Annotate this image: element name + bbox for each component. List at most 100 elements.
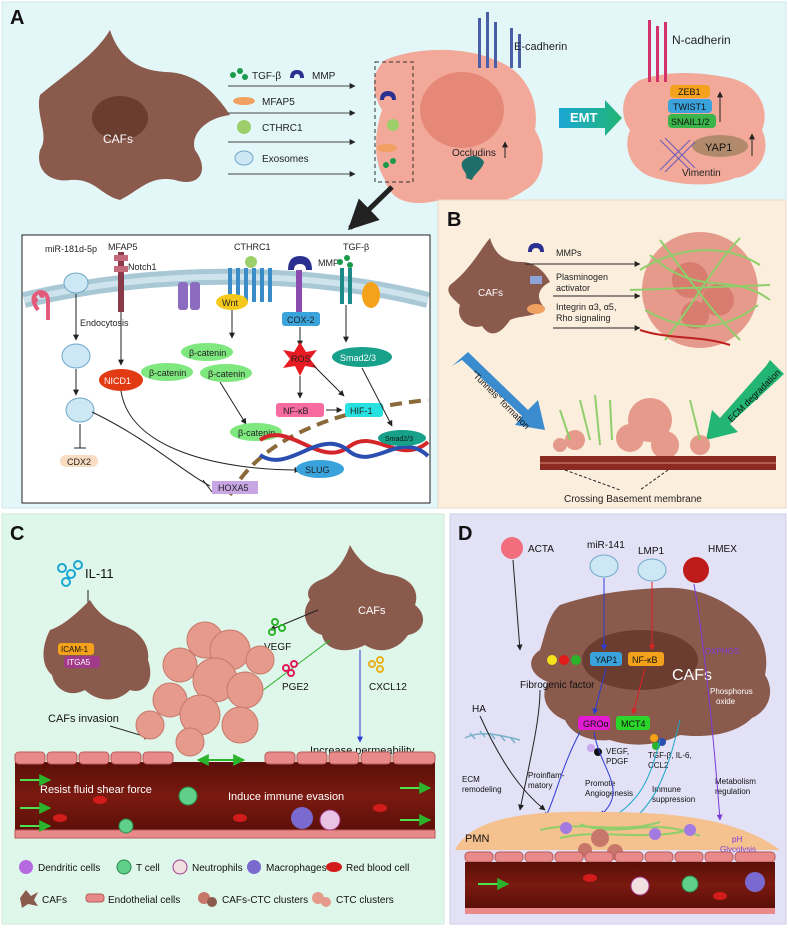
fibrogenic-label: Fibrogenic factor — [520, 680, 595, 691]
cdx2-label: CDX2 — [67, 457, 91, 467]
svg-text:T cell: T cell — [136, 863, 160, 874]
tunnels-arrow — [452, 352, 545, 430]
vegf-label-d1: VEGF, — [606, 747, 629, 756]
notch1-receptor — [118, 252, 124, 312]
slug-blob — [296, 460, 344, 478]
itga5-box — [64, 656, 100, 668]
mir141-label: miR-141 — [587, 540, 625, 551]
mir141-vesicle — [589, 554, 619, 578]
tf-twist1-label: TWIST1 — [673, 102, 706, 112]
metab-label-1: Metabolism — [715, 777, 756, 786]
caf-label-a: CAFs — [103, 132, 133, 146]
cthrc1-label-p: CTHRC1 — [234, 242, 271, 252]
promote-label-2: Angiogenesis — [585, 789, 633, 798]
pge2-label: PGE2 — [282, 682, 309, 693]
zoom-box — [374, 61, 414, 183]
ha-fibers — [464, 730, 521, 744]
icam1-label: ICAM-1 — [61, 645, 89, 654]
legend: Dendritic cells T cell Neutrophils Macro… — [19, 859, 409, 908]
tf-zeb1-label: ZEB1 — [678, 87, 701, 97]
ecm-tumor-ball — [629, 232, 771, 348]
legend-tcell: T cell — [116, 859, 160, 875]
phos-label-1: Phosphorus — [710, 687, 753, 696]
plasminogen-label-1: Plasminogen — [556, 272, 608, 282]
factor-mmp: MMP — [312, 71, 336, 82]
emt-label: EMT — [570, 110, 598, 125]
n-cadherin-icon — [648, 20, 667, 82]
cdx2-box — [60, 455, 98, 467]
crossing-label: Crossing Basement membrane — [564, 494, 702, 505]
factor-arrows: TGF-β MMP MFAP5 CTHRC1 Exosomes — [228, 68, 356, 177]
ros-label: ROS — [291, 354, 311, 364]
n-cadherin-label: N-cadherin — [672, 33, 731, 47]
tgfb-label-p: TGF-β — [343, 242, 369, 252]
hmex-label: HMEX — [708, 544, 737, 555]
lmp1-label: LMP1 — [638, 546, 665, 557]
legend-rbc: Red blood cell — [326, 862, 409, 874]
cox2-label: COX-2 — [287, 315, 315, 325]
ecm-label-1: ECM — [462, 775, 480, 784]
svg-text:CAFs: CAFs — [42, 895, 67, 906]
smad-label: Smad2/3 — [340, 353, 376, 363]
hif1-label: HIF-1 — [350, 406, 373, 416]
legend-caf-ctc: CAFs-CTC clusters — [198, 892, 308, 907]
il11-icon — [57, 560, 83, 587]
evasion-label: Induce immune evasion — [228, 791, 344, 803]
mct4-label: MCT4 — [621, 719, 646, 729]
emt-arrow — [559, 100, 622, 136]
nfkb-box-d — [628, 652, 664, 666]
wnt-label: Wnt — [222, 298, 239, 308]
caf-cell-b — [448, 238, 550, 334]
panel-d: D ACTA miR-141 LMP1 HMEX YAP1 NF-κB CAFs… — [449, 513, 787, 925]
occludins-label: Occludins — [452, 148, 496, 159]
zoom-arrow — [347, 185, 394, 231]
factor-mfap5: MFAP5 — [262, 97, 295, 108]
mmp-label-p: MMP — [318, 258, 339, 268]
proinflam-label-1: Proinflam- — [528, 771, 565, 780]
vimentin-label: Vimentin — [682, 168, 721, 179]
tf-snail-label: SNAIL1/2 — [671, 117, 710, 127]
yap1-label-d: YAP1 — [595, 655, 617, 665]
legend-dendritic: Dendritic cells — [19, 860, 100, 874]
bcat-label-3: β-catenin — [208, 369, 245, 379]
mesenchymal-cell — [623, 73, 766, 185]
plasminogen-icon — [530, 276, 542, 284]
mct4-box — [616, 716, 650, 730]
nfkb-box-a — [276, 403, 324, 417]
flow-arrows-c — [20, 774, 432, 832]
panel-d-letter: D — [458, 523, 472, 545]
tumor-nucleus-a — [420, 72, 504, 148]
svg-text:CAFs-CTC clusters: CAFs-CTC clusters — [222, 895, 308, 906]
caf-nucleus-a — [92, 96, 148, 140]
endothelial-row-c — [14, 751, 436, 839]
mmps-label: MMPs — [556, 248, 582, 258]
caf-invasion-label: CAFs invasion — [48, 713, 119, 725]
e-cadherin-icon — [478, 12, 521, 68]
bcat-label-4: β-catenin — [238, 428, 275, 438]
mmp-icon-p — [288, 256, 312, 270]
ecm-label-2: remodeling — [462, 785, 502, 794]
plasminogen-label-2: activator — [556, 283, 590, 293]
icam1-box — [58, 643, 94, 655]
shear-label: Resist fluid shear force — [40, 784, 152, 796]
groa-box — [578, 716, 610, 730]
tf-zeb1 — [670, 85, 710, 98]
factor-tgfb: TGF-β — [252, 71, 281, 82]
svg-text:Endothelial cells: Endothelial cells — [108, 895, 180, 906]
itga5-label: ITGA5 — [67, 658, 91, 667]
ha-label: HA — [472, 704, 486, 715]
smad-blob — [332, 347, 392, 367]
blood-vessel-c — [15, 762, 435, 832]
integrin-icon — [527, 304, 545, 314]
nicd1-label: NICD1 — [104, 376, 131, 386]
immune-label-2: suppression — [652, 795, 695, 804]
caf-cell-c1 — [43, 600, 151, 700]
vegf-label-c: VEGF — [264, 642, 291, 653]
vessel-cells-c — [53, 786, 387, 834]
svg-text:Red blood cell: Red blood cell — [346, 863, 409, 874]
e-cadherin-label: E-cadherin — [514, 41, 567, 53]
endocytosis-label: Endocytosis — [80, 318, 129, 328]
nuclear-envelope — [228, 398, 429, 496]
acta-icon — [501, 537, 523, 559]
notch1-label: Notch1 — [128, 262, 157, 272]
